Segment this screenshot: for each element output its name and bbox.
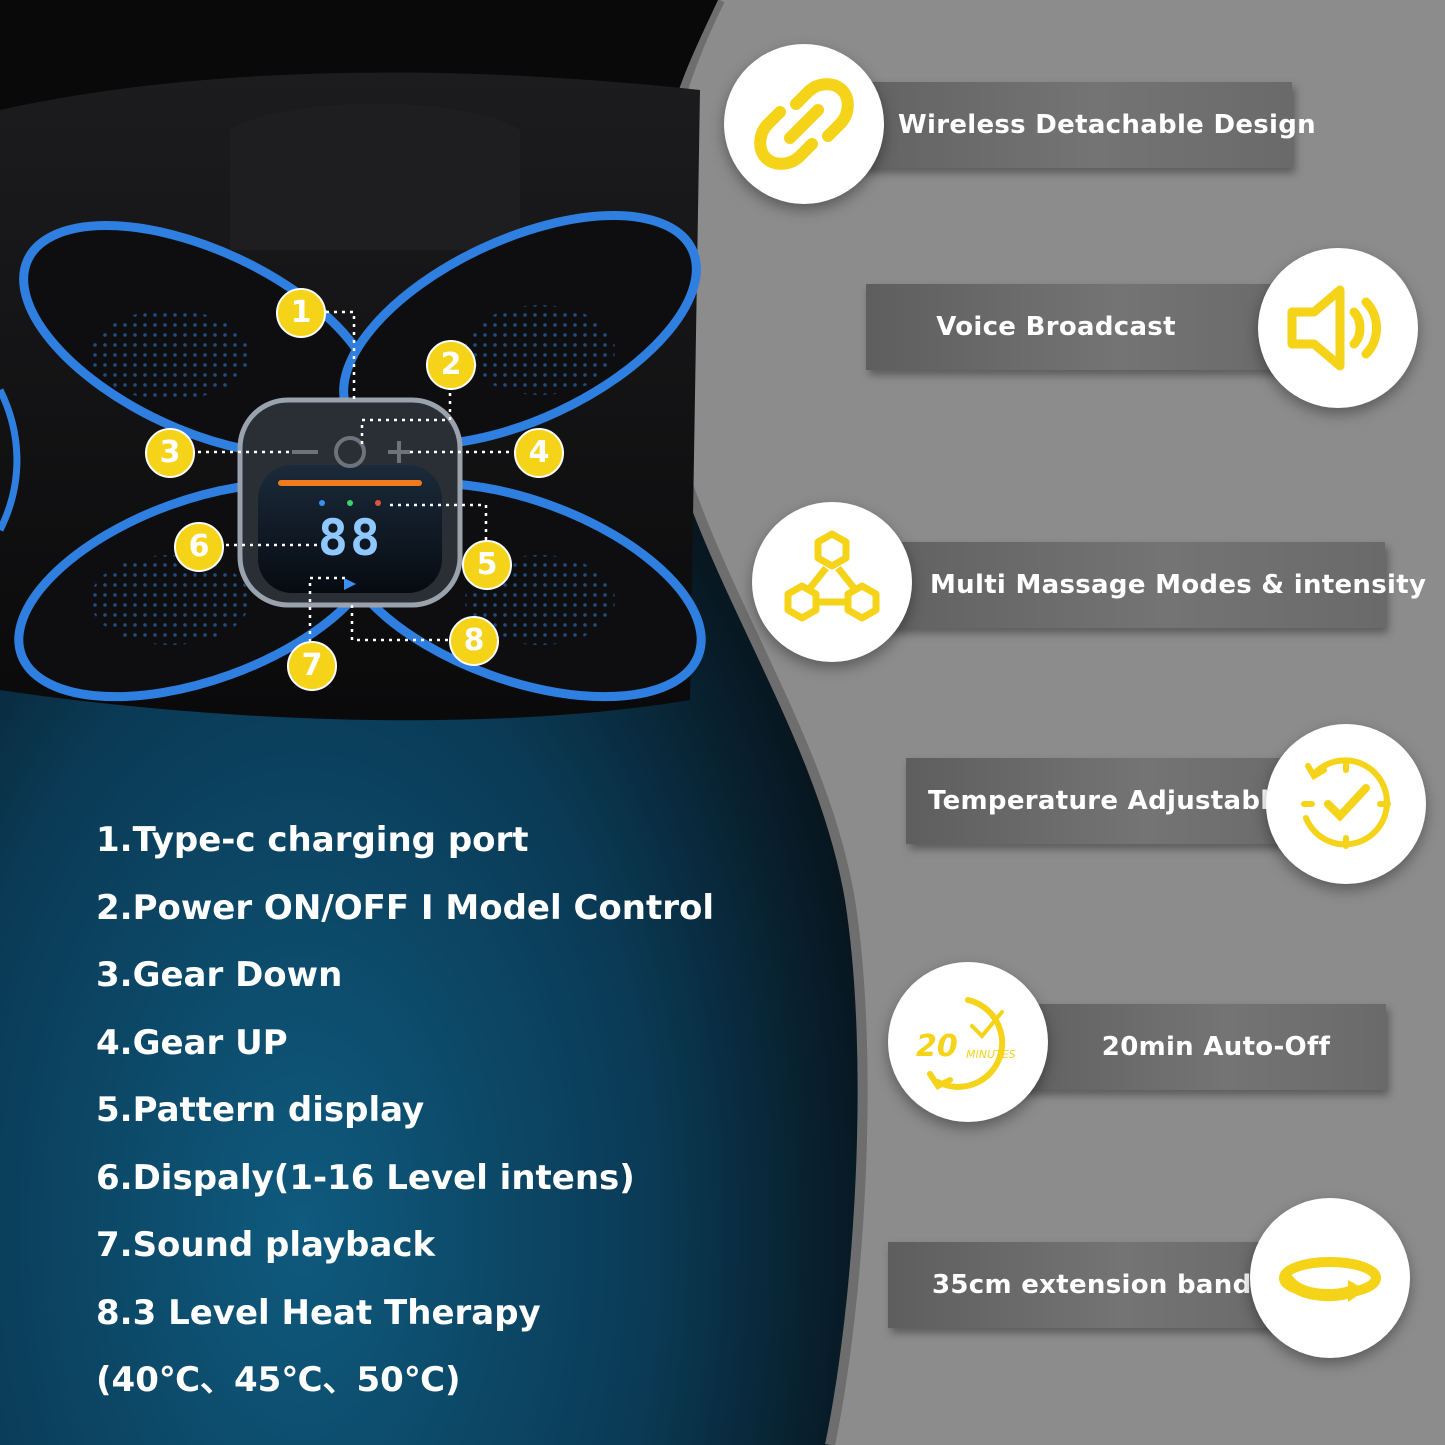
feature-circle-massage-modes <box>752 502 912 662</box>
device-display-digits: 88 <box>317 509 383 567</box>
callout-badge-4: 4 <box>514 428 564 478</box>
callout-badge-8: 8 <box>449 616 499 666</box>
feature-bar-massage-modes: Multi Massage Modes & intensity <box>836 542 1426 628</box>
feature-label: 20min Auto-Off <box>1101 1032 1331 1062</box>
callout-badge-3: 3 <box>145 428 195 478</box>
callout-badge-1: 1 <box>276 288 326 338</box>
spec-item: (40℃、45℃、50℃) <box>96 1360 461 1400</box>
feature-label: 35cm extension band <box>932 1270 1252 1300</box>
feature-bar-extension-band: 35cm extension band <box>888 1242 1280 1328</box>
clock-check-icon <box>1301 757 1391 849</box>
hexagon-network-icon <box>784 530 880 622</box>
link-icon <box>754 78 854 170</box>
timer-20-minutes-icon: 20 MINUTES <box>916 997 1016 1090</box>
callout-badge-2: 2 <box>426 340 476 390</box>
spec-item: 6.Dispaly(1-16 Level intens) <box>96 1157 635 1198</box>
feature-circle-auto-off: 20 MINUTES <box>888 962 1048 1122</box>
band-loop-icon <box>1279 1257 1381 1302</box>
spec-item: 1.Type-c charging port <box>96 820 529 860</box>
feature-label: Temperature Adjustable <box>928 786 1288 816</box>
spec-item: 3.Gear Down <box>96 955 343 995</box>
spec-item: 7.Sound playback <box>96 1225 436 1265</box>
feature-bar-voice: Voice Broadcast <box>866 284 1286 370</box>
feature-label: Wireless Detachable Design <box>898 110 1316 140</box>
feature-circle-wireless <box>724 44 884 204</box>
feature-bar-temperature: Temperature Adjustable <box>906 758 1304 844</box>
callout-badge-5: 5 <box>462 540 512 590</box>
speaker-icon <box>1287 285 1381 371</box>
timer-unit: MINUTES <box>966 1048 1016 1061</box>
spec-item: 5.Pattern display <box>96 1090 425 1130</box>
feature-label: Voice Broadcast <box>936 312 1176 342</box>
feature-bar-auto-off: 20min Auto-Off <box>986 1004 1386 1090</box>
spec-list: 1.Type-c charging port 2.Power ON/OFF I … <box>96 812 714 1420</box>
feature-label: Multi Massage Modes & intensity <box>930 570 1427 600</box>
callout-badge-7: 7 <box>287 641 337 691</box>
timer-number: 20 <box>916 1029 958 1064</box>
callout-badge-6: 6 <box>174 522 224 572</box>
spec-item: 2.Power ON/OFF I Model Control <box>96 887 715 928</box>
spec-item: 8.3 Level Heat Therapy <box>96 1292 541 1333</box>
feature-circle-extension-band <box>1250 1198 1410 1358</box>
spec-item: 4.Gear UP <box>96 1022 288 1063</box>
feature-circle-voice <box>1258 248 1418 408</box>
feature-circle-temperature <box>1266 724 1426 884</box>
